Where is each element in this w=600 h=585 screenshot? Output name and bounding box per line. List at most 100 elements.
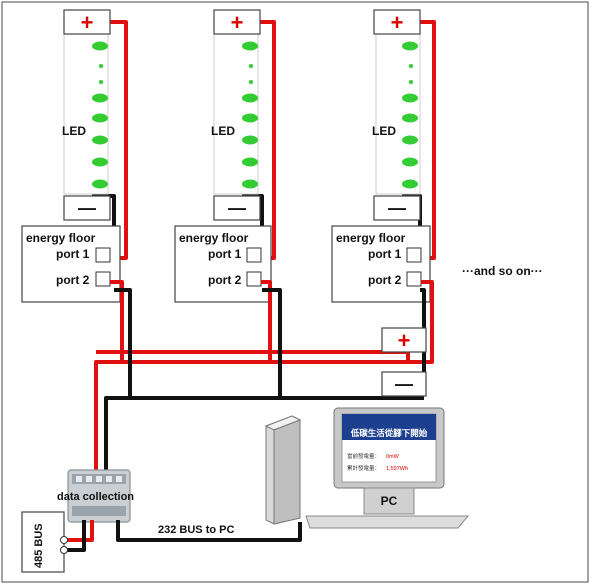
port-1-label: port 1 xyxy=(368,247,402,261)
led-dot xyxy=(402,179,418,189)
data-collection-module xyxy=(67,469,131,523)
led-label: LED xyxy=(62,124,86,138)
pc-monitor: 低碳生活從腳下開始 當前發電量： 0mW 累計發電量： 1,597Wh xyxy=(305,407,470,529)
rs232-wire xyxy=(116,520,302,542)
positive-bus xyxy=(94,352,410,472)
module-screw xyxy=(106,476,112,482)
led-dot xyxy=(242,157,258,167)
led-dot xyxy=(242,41,258,51)
plus-sign: + xyxy=(391,10,404,35)
minus-terminal-box xyxy=(63,195,111,221)
minus-sign: — xyxy=(388,198,406,218)
energy-floor-box xyxy=(331,225,431,303)
led-label: LED xyxy=(211,124,235,138)
port2-black-wire-1 xyxy=(114,288,132,400)
led-dot xyxy=(92,93,108,103)
bus-plus-sign: + xyxy=(398,328,411,353)
port-2-label: port 2 xyxy=(56,273,90,287)
rs232-label: 232 BUS to PC xyxy=(158,524,234,536)
module-screw xyxy=(116,476,122,482)
rs485-terminal xyxy=(60,536,68,544)
port-2-connector xyxy=(95,271,111,287)
plus-terminal-box xyxy=(63,9,111,35)
bus-minus-sign: — xyxy=(395,374,413,394)
data-collection-label: data collection xyxy=(57,491,134,503)
minus-terminal-box xyxy=(213,195,261,221)
rs485-red-wire xyxy=(66,520,94,542)
led-dot xyxy=(99,64,103,68)
monitor-stand xyxy=(363,487,415,515)
rs485-bus-box xyxy=(21,511,65,573)
tower-side xyxy=(273,419,301,525)
port-1-connector xyxy=(95,247,111,263)
port-1-label: port 1 xyxy=(56,247,90,261)
screen-line1-value: 0mW xyxy=(386,454,400,460)
energy-floor-box xyxy=(21,225,121,303)
led-dot xyxy=(92,113,108,123)
energy-floor-box xyxy=(174,225,272,303)
led-dot xyxy=(99,80,103,84)
led-dot xyxy=(409,80,413,84)
led-dot xyxy=(249,80,253,84)
screen-header xyxy=(342,414,436,440)
negative-bus xyxy=(104,396,424,472)
led-dot xyxy=(92,135,108,145)
port2-red-wire-3 xyxy=(408,280,434,364)
led-dot xyxy=(242,135,258,145)
screen-line1-label: 當前發電量： xyxy=(347,452,380,460)
rs485-terminal xyxy=(60,546,68,554)
screen-line2-label: 累計發電量： xyxy=(347,464,380,472)
module-screw xyxy=(76,476,82,482)
led-column-3: LED + — energy floor port 1 port 2 xyxy=(331,9,436,303)
plus-terminal-box xyxy=(373,9,421,35)
plus-sign: + xyxy=(81,10,94,35)
energy-floor-title: energy floor xyxy=(26,231,96,245)
keyboard xyxy=(305,515,470,529)
led-dot xyxy=(409,64,413,68)
screen-headline: 低碳生活從腳下開始 xyxy=(350,428,428,438)
led-dot xyxy=(242,113,258,123)
port-1-connector xyxy=(406,247,422,263)
pc-label: PC xyxy=(381,494,398,508)
led-label: LED xyxy=(372,124,396,138)
port-1-label: port 1 xyxy=(208,247,242,261)
minus-sign: — xyxy=(228,198,246,218)
port-1-connector xyxy=(246,247,262,263)
port-2-connector xyxy=(406,271,422,287)
positive-wire-3 xyxy=(420,20,436,260)
led-dot xyxy=(242,93,258,103)
module-terminal-strip xyxy=(72,506,126,516)
energy-floor-title: energy floor xyxy=(179,231,249,245)
port-2-label: port 2 xyxy=(208,273,242,287)
energy-floor-title: energy floor xyxy=(336,231,406,245)
bus-plus-terminal-box xyxy=(381,327,427,353)
led-dot xyxy=(92,179,108,189)
port2-red-wire-1 xyxy=(110,280,124,352)
led-dot xyxy=(249,64,253,68)
led-dot xyxy=(92,157,108,167)
led-column-2: LED + — energy floor port 1 port 2 xyxy=(174,9,276,303)
rs485-black-wire xyxy=(66,520,86,552)
diagram-frame xyxy=(1,1,589,583)
led-dot xyxy=(402,41,418,51)
screen-line2-value: 1,597Wh xyxy=(386,466,408,472)
port2-black-wire-2 xyxy=(262,288,282,400)
rs485-bus-label: 485 BUS xyxy=(33,523,45,568)
minus-terminal-box xyxy=(373,195,421,221)
led-dot xyxy=(402,135,418,145)
port-2-connector xyxy=(246,271,262,287)
pc-tower xyxy=(264,415,302,525)
led-dot xyxy=(402,157,418,167)
led-dot xyxy=(402,113,418,123)
led-column-1: LED + — energy floor port 1 port 2 xyxy=(21,9,128,303)
plus-sign: + xyxy=(231,10,244,35)
bus-minus-terminal-box xyxy=(381,371,427,397)
minus-sign: — xyxy=(78,198,96,218)
port2-red-wire-2 xyxy=(261,280,272,352)
module-screw xyxy=(96,476,102,482)
plus-terminal-box xyxy=(213,9,261,35)
led-dot xyxy=(242,179,258,189)
port2-black-wire-3 xyxy=(420,288,426,384)
port-2-label: port 2 xyxy=(368,273,402,287)
